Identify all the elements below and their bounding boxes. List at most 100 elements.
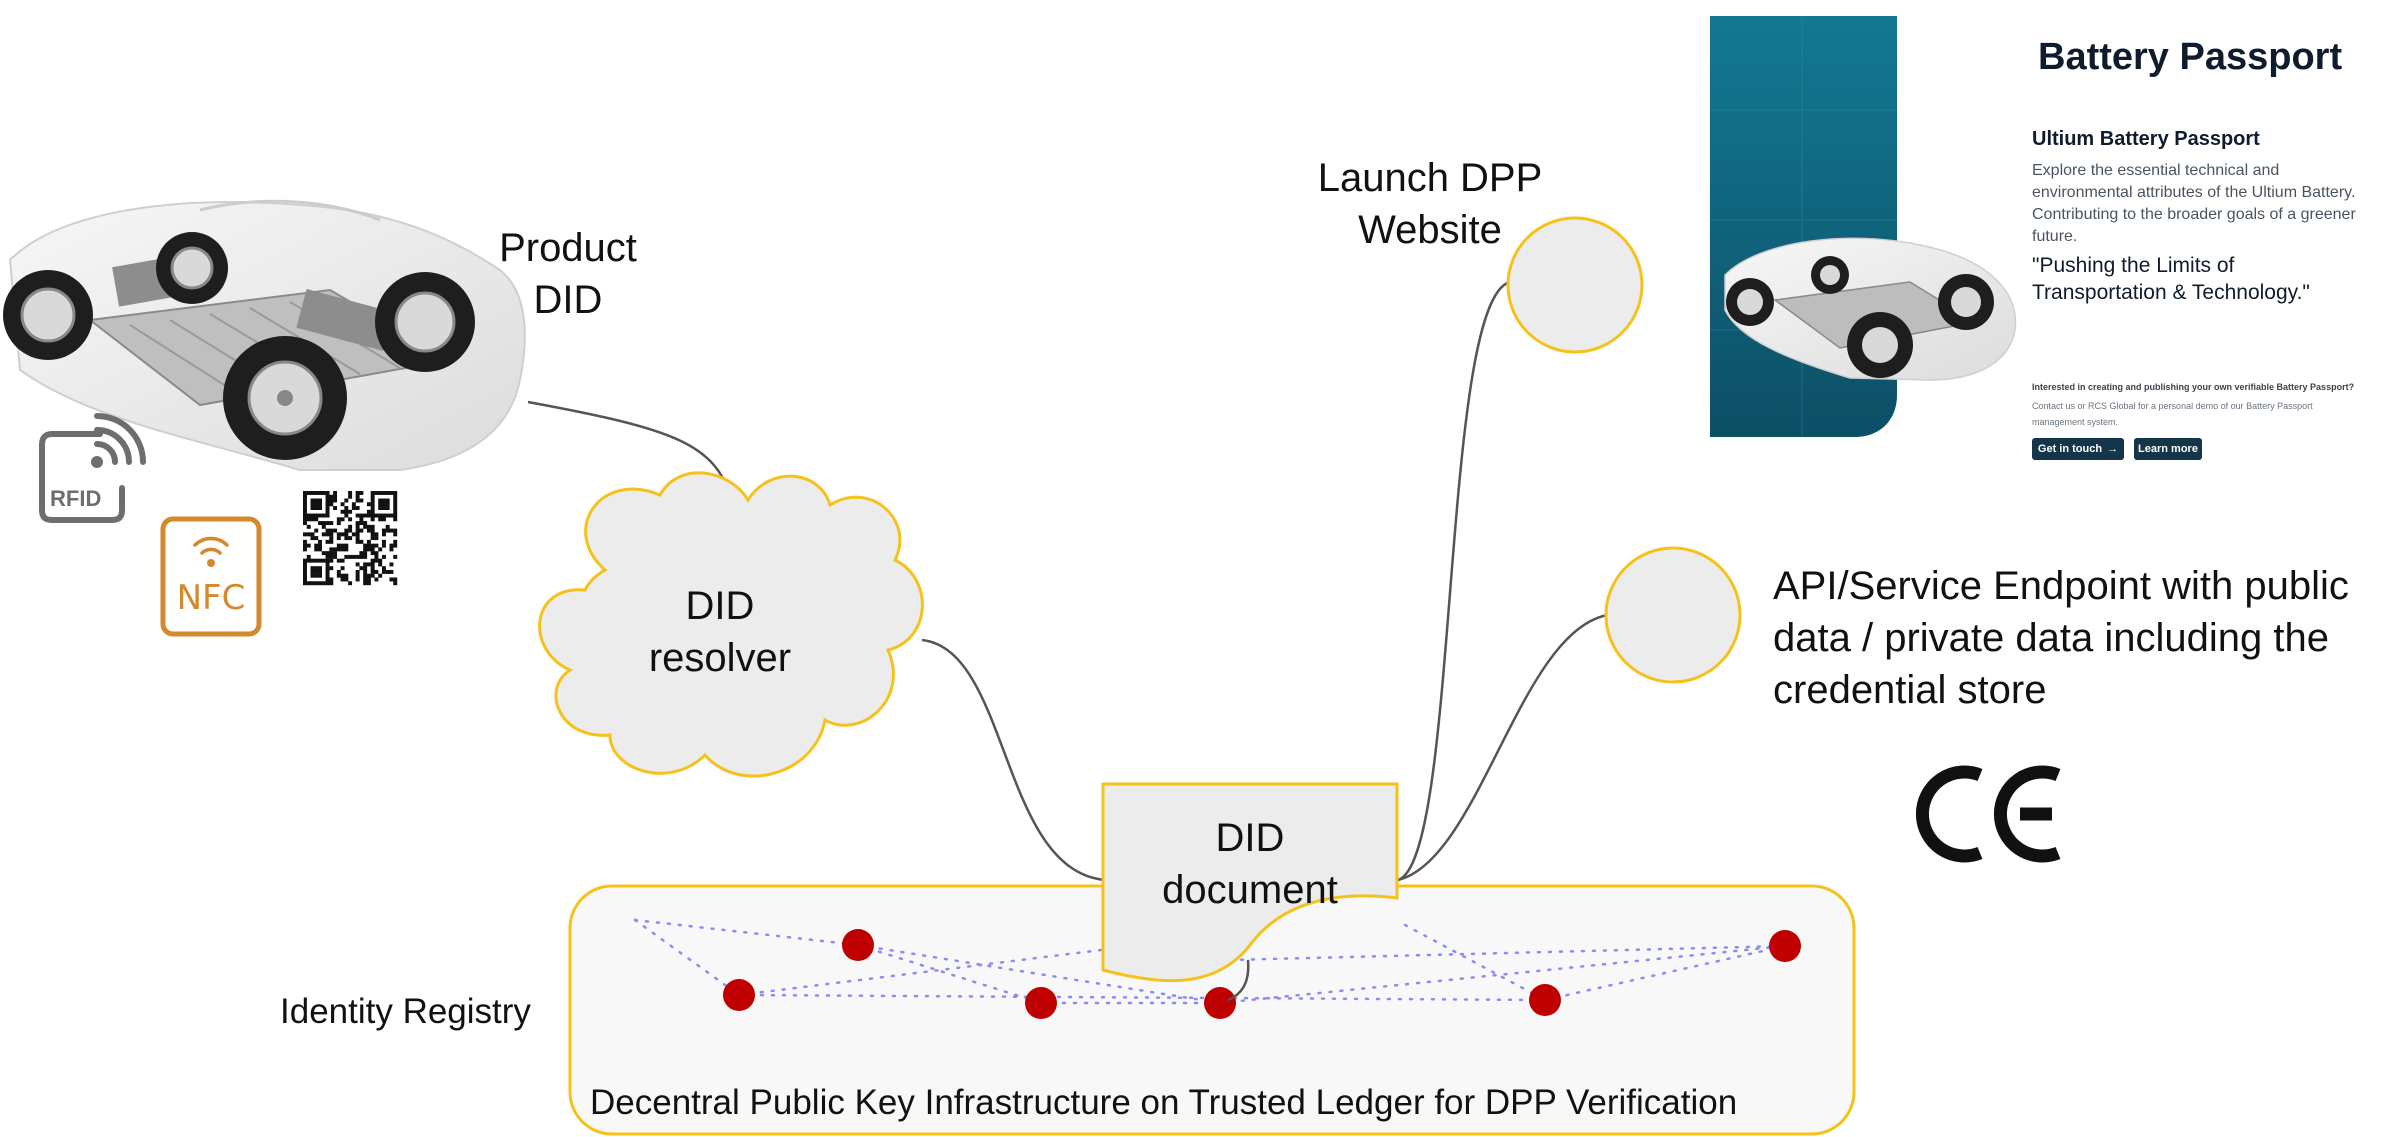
qr-module [385, 506, 390, 510]
qr-module [333, 491, 338, 495]
qr-module [385, 569, 390, 574]
qr-module [370, 558, 375, 563]
did-document-shape [1101, 782, 1399, 983]
qr-module [303, 506, 307, 510]
qr-module [359, 513, 364, 518]
qr-module [363, 569, 368, 574]
qr-module [314, 547, 319, 552]
qr-module [389, 569, 394, 574]
qr-module [336, 521, 341, 526]
qr-module [310, 573, 315, 578]
connector-resolver-to-document [921, 638, 1106, 882]
qr-module [366, 543, 371, 548]
qr-module [370, 506, 375, 510]
qr-module [366, 539, 371, 544]
qr-module [303, 498, 307, 503]
qr-module [336, 517, 341, 522]
passport-description: Explore the essential technical and envi… [2032, 162, 2356, 245]
qr-module [318, 491, 322, 495]
passport-heading: Battery Passport [2038, 36, 2343, 78]
qr-module [381, 491, 386, 495]
qr-module [325, 498, 330, 503]
qr-module [329, 581, 334, 586]
qr-module [370, 543, 375, 548]
ledger-node [842, 929, 874, 961]
did-document-label: DID document [1110, 812, 1390, 916]
qr-module [310, 558, 315, 563]
qr-module [318, 521, 322, 526]
qr-module [325, 573, 330, 578]
qr-module [389, 491, 394, 495]
qr-module [378, 573, 383, 578]
qr-module [314, 506, 319, 510]
qr-module [340, 509, 345, 514]
api-endpoint-line1: API/Service Endpoint with public [1773, 564, 2349, 608]
qr-module [306, 524, 311, 529]
qr-module [321, 524, 326, 529]
qr-module [340, 502, 345, 507]
qr-module [321, 558, 326, 563]
qr-module [340, 543, 345, 548]
qr-module [325, 562, 330, 567]
qr-module [389, 547, 394, 552]
qr-module [303, 539, 307, 544]
qr-module [393, 491, 398, 495]
qr-module [370, 517, 375, 522]
qr-module [329, 554, 334, 559]
qr-module [314, 517, 319, 522]
qr-module [325, 502, 330, 507]
qr-module [370, 491, 375, 495]
qr-module [363, 562, 368, 567]
qr-module [318, 573, 322, 578]
qr-module [325, 532, 330, 537]
nfc-icon [160, 516, 262, 637]
qr-module [370, 547, 375, 552]
qr-module [381, 532, 386, 537]
qr-module [336, 573, 341, 578]
qr-module [393, 532, 398, 537]
qr-module [318, 558, 322, 563]
qr-module [374, 532, 379, 537]
qr-module [329, 494, 334, 499]
qr-module [344, 536, 349, 541]
qr-module [310, 581, 315, 586]
qr-module [370, 573, 375, 578]
qr-module [325, 513, 330, 518]
qr-module [393, 513, 398, 518]
qr-module [370, 551, 375, 556]
qr-module [374, 554, 379, 559]
qr-module [363, 521, 368, 526]
qr-module [381, 513, 386, 518]
did-resolver-label: DID resolver [600, 580, 840, 684]
get-in-touch-label: Get in touch [2037, 443, 2103, 455]
qr-module [374, 536, 379, 541]
qr-module [344, 532, 349, 537]
qr-module [329, 521, 334, 526]
qr-module [325, 577, 330, 582]
qr-module [389, 543, 394, 548]
qr-module [318, 502, 322, 507]
qr-module [318, 539, 322, 544]
did-resolver-cloud [538, 471, 924, 778]
qr-module [344, 498, 349, 503]
qr-module [325, 581, 330, 586]
connector-document-to-api [1397, 613, 1609, 882]
qr-module [370, 502, 375, 507]
qr-module [314, 502, 319, 507]
qr-module [321, 532, 326, 537]
qr-module [366, 573, 371, 578]
qr-module [370, 532, 375, 537]
qr-module [318, 547, 322, 552]
did-document-line1: DID [1215, 816, 1285, 860]
learn-more-button[interactable]: Learn more [2134, 438, 2202, 460]
qr-module [329, 528, 334, 533]
qr-module [329, 547, 334, 552]
qr-module [314, 528, 319, 533]
qr-module [303, 569, 307, 574]
qr-module [321, 581, 326, 586]
qr-module [348, 491, 353, 495]
qr-module [310, 498, 315, 503]
get-in-touch-button[interactable]: Get in touch → [2032, 438, 2124, 460]
qr-module [303, 581, 307, 586]
rfid-icon [39, 413, 146, 523]
